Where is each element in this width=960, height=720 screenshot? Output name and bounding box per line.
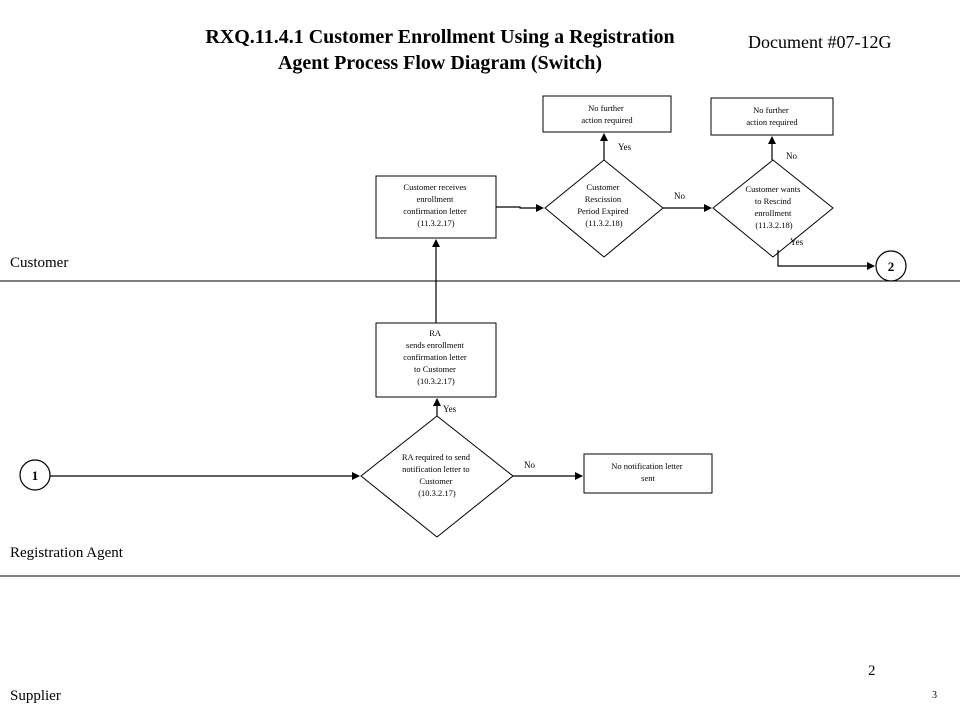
decision-wants-rescind-label: Customer wants to Rescind enrollment (11… [745,184,802,230]
edge-label-rescission-no: No [674,191,685,201]
start-connector-label: 1 [32,468,39,483]
process-customer-receives: Customer receives enrollment confirmatio… [375,175,497,239]
edge-label-ra-required-yes: Yes [443,404,457,414]
end-connector-label: 2 [888,259,895,274]
process-no-further-action-1-label: No further action required [581,103,633,125]
document-number: Document #07-12G [748,32,892,52]
process-no-notification: No notification letter sent [583,453,713,494]
lane-label-registration-agent: Registration Agent [10,545,123,561]
process-customer-receives-label: Customer receives enrollment confirmatio… [403,182,469,228]
page-title: RXQ.11.4.1 Customer Enrollment Using a R… [130,24,750,76]
page-number-small: 3 [932,690,937,701]
process-no-further-action-2: No further action required [710,97,834,136]
edge-label-rescission-yes: Yes [618,142,632,152]
arrow-rescind-yes [777,250,875,270]
edge-label-rescind-yes: Yes [790,237,804,247]
edge-label-rescind-no: No [786,151,797,161]
title-line-1: RXQ.11.4.1 Customer Enrollment Using a R… [205,26,675,48]
process-no-notification-label: No notification letter sent [611,461,684,483]
lane-label-supplier: Supplier [10,688,61,704]
process-no-further-action-1: No further action required [542,95,672,133]
page-number-large: 2 [868,663,876,679]
edge-label-ra-required-no: No [524,460,535,470]
decision-ra-required-label: RA required to send notification letter … [402,452,472,498]
process-ra-sends-letter-label: RA sends enrollment confirmation letter … [403,328,469,386]
start-connector: 1 [19,459,51,491]
decision-ra-required: RA required to send notification letter … [360,415,514,538]
decision-rescission-expired-label: Customer Rescission Period Expired (11.3… [577,182,630,228]
process-ra-sends-letter: RA sends enrollment confirmation letter … [375,322,497,398]
arrow-receives-to-rescission [496,204,544,212]
process-no-further-action-2-label: No further action required [746,105,798,127]
decision-wants-rescind: Customer wants to Rescind enrollment (11… [712,159,834,258]
title-line-2: Agent Process Flow Diagram (Switch) [277,52,602,74]
lane-label-customer: Customer [10,255,69,271]
decision-rescission-expired: Customer Rescission Period Expired (11.3… [544,159,664,258]
end-connector: 2 [875,250,907,282]
